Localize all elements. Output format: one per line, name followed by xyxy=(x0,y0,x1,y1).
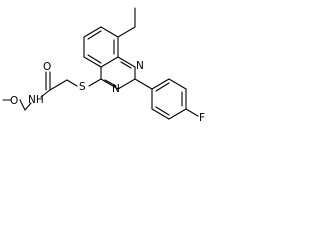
bond xyxy=(117,56,136,68)
bond xyxy=(168,108,187,120)
bond xyxy=(19,99,26,111)
bond xyxy=(100,78,119,90)
bond-double-inner xyxy=(155,82,170,92)
amide-nitrogen-label: NH xyxy=(28,94,44,106)
fluorine-atom-label: F xyxy=(199,112,205,124)
bond-double-inner xyxy=(104,79,117,87)
ether-oxygen-label: O xyxy=(10,95,18,107)
bond xyxy=(117,26,136,38)
bond xyxy=(49,79,68,91)
nitrogen-atom-label: N xyxy=(112,83,120,95)
benzo-ring xyxy=(83,26,119,68)
bond xyxy=(168,78,187,90)
nitrogen-atom-label: N xyxy=(136,60,144,72)
bond xyxy=(88,78,102,87)
bond xyxy=(40,89,51,98)
bond xyxy=(151,78,170,90)
bond-double-inner xyxy=(87,54,102,64)
bond xyxy=(83,26,102,38)
side-chain xyxy=(2,71,102,111)
bond xyxy=(134,78,153,90)
sulfur-atom-label: S xyxy=(79,81,86,93)
bond xyxy=(117,78,136,90)
carbonyl-oxygen-label: O xyxy=(43,61,51,73)
bond xyxy=(24,102,32,111)
bond-double-inner xyxy=(120,61,132,69)
bond-double-inner xyxy=(87,30,102,40)
bond-double-inner xyxy=(155,106,170,116)
bond xyxy=(185,108,199,117)
molecule-structure-diagram: S N N F O NH O xyxy=(2,7,205,124)
bond xyxy=(100,56,119,68)
bond xyxy=(83,56,102,68)
ethyl-group xyxy=(117,7,136,38)
bond xyxy=(100,26,119,38)
pyrimidine-ring xyxy=(100,56,136,90)
fluorophenyl-group xyxy=(134,78,199,120)
bond xyxy=(66,79,78,87)
bond xyxy=(151,108,170,120)
